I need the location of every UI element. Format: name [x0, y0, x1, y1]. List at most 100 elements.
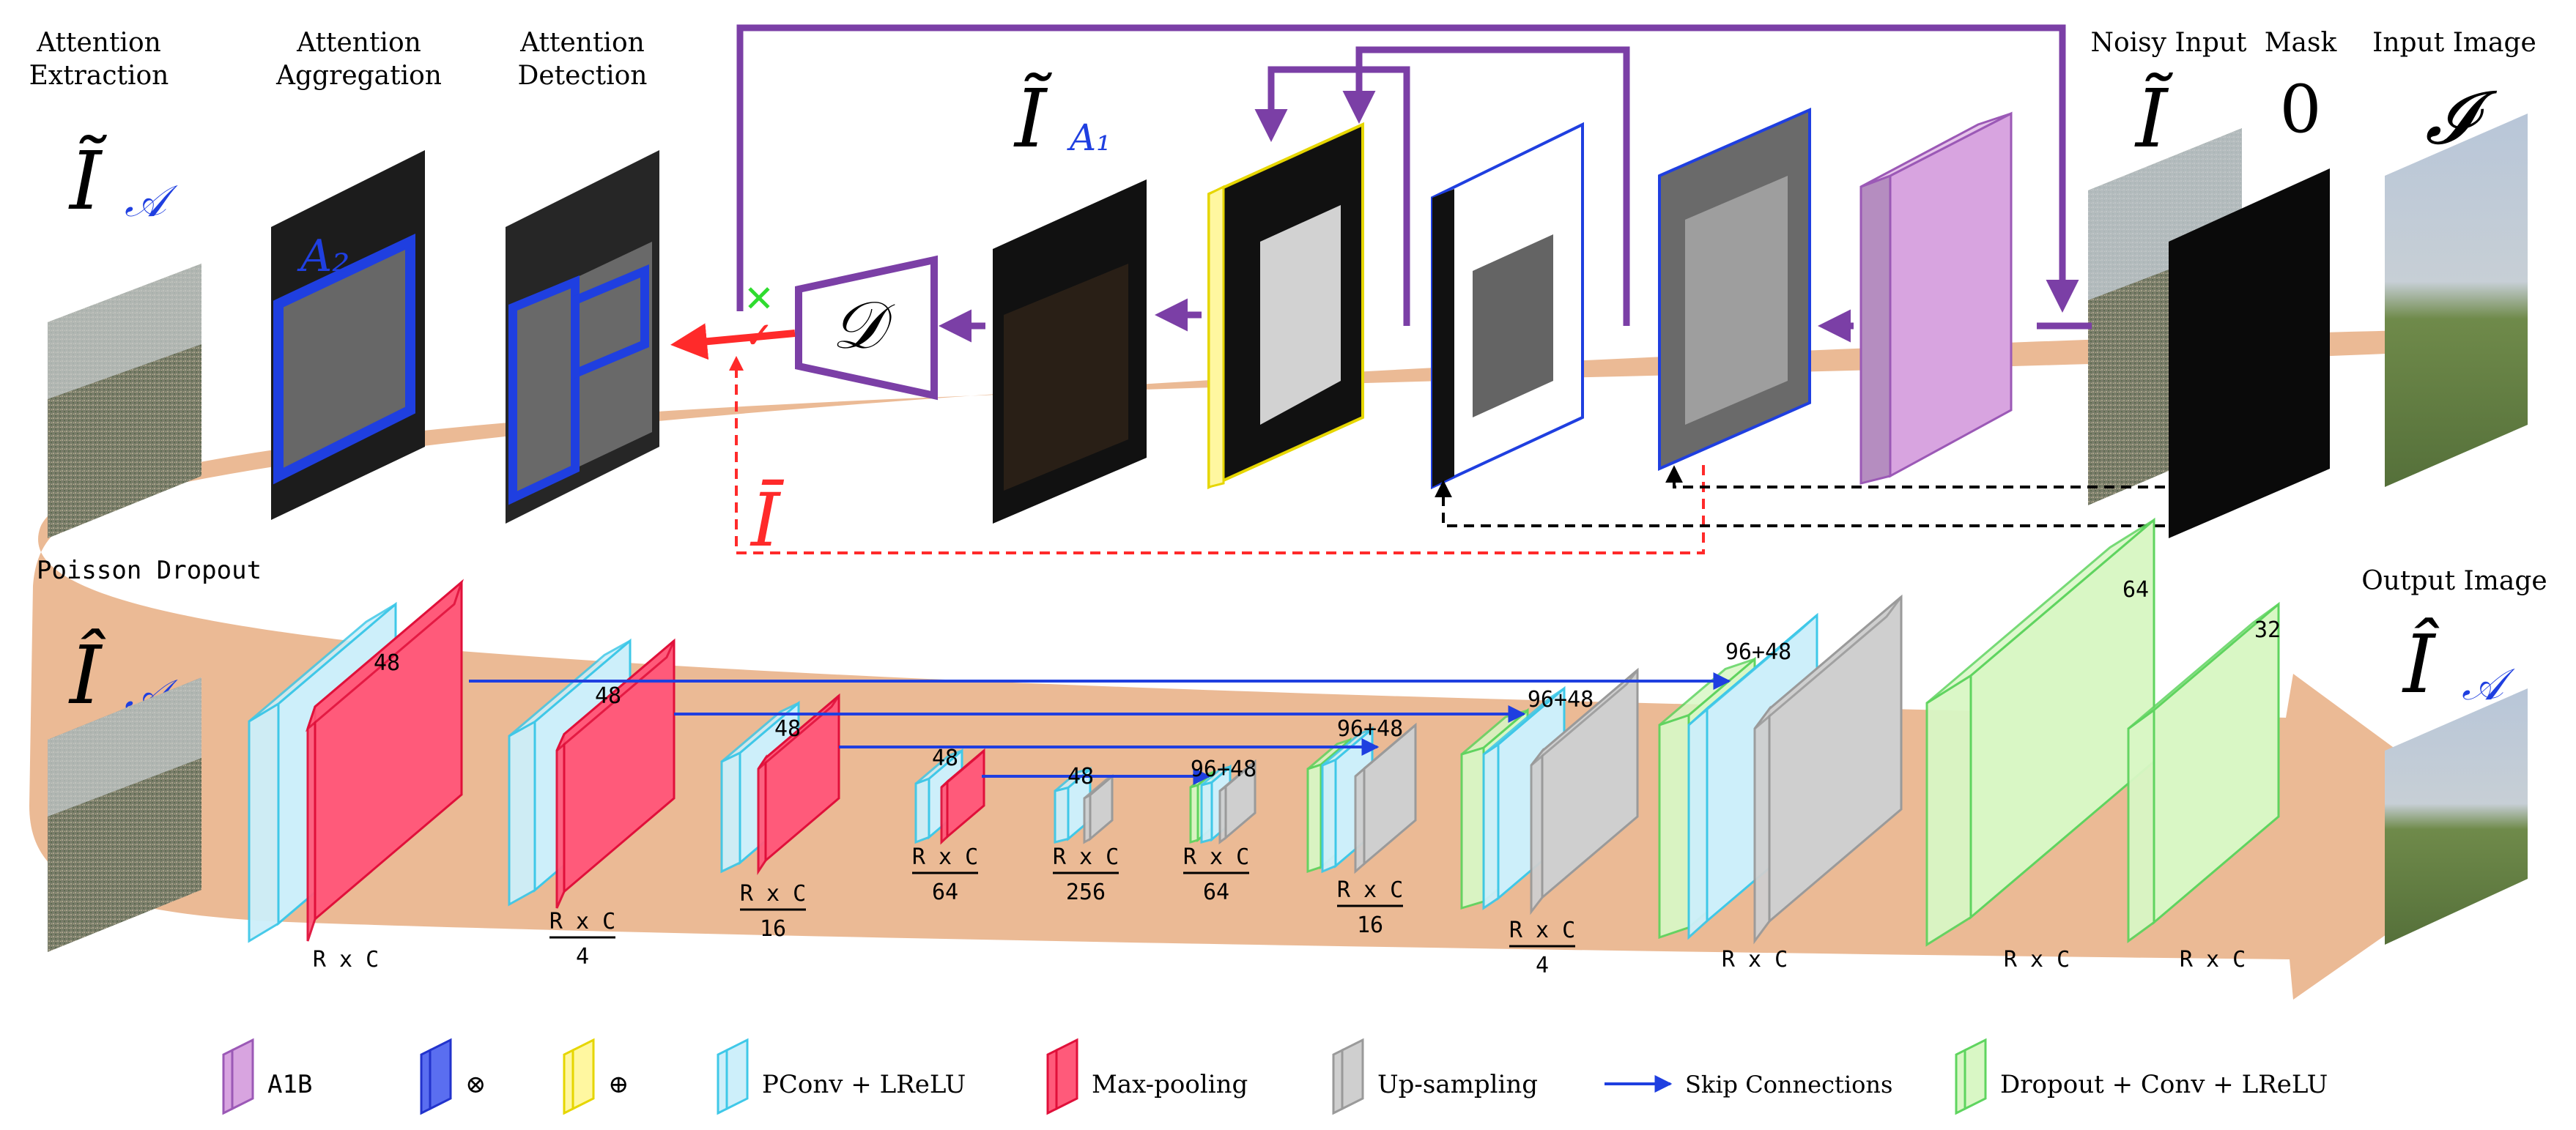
- encoder-channel-label: 48: [774, 716, 801, 742]
- symbol-i-hat-a: Î: [68, 628, 106, 722]
- encoder-dim-label: R x C: [912, 844, 978, 870]
- encoder-dim-label: R x C: [549, 909, 615, 934]
- encoder-channel-label: 48: [1067, 764, 1094, 789]
- legend-label: Dropout + Conv + LReLU: [2000, 1070, 2328, 1099]
- legend-item: ⊕: [563, 1038, 629, 1115]
- attention-detection-label: Attention: [519, 28, 645, 58]
- output-image-label: Output Image: [2361, 566, 2547, 596]
- photo-attention-extraction: [48, 264, 201, 538]
- legend-item: ⊗: [420, 1038, 486, 1115]
- photo-input-image: [2385, 114, 2528, 487]
- legend-label: Max-pooling: [1092, 1070, 1248, 1099]
- symbol-i-tilde-a-sub: 𝒜: [125, 176, 178, 227]
- input-image-label: Input Image: [2372, 28, 2536, 58]
- dec1-up: [1218, 759, 1256, 844]
- legend-label: Skip Connections: [1685, 1071, 1892, 1099]
- attention-gray-block: [1658, 107, 1811, 472]
- blue-multiply-block: [1431, 122, 1584, 490]
- attention-extraction-label: Attention: [36, 28, 161, 58]
- decoder-dim-label-den: 16: [1357, 912, 1383, 938]
- dec2-up: [1354, 722, 1417, 874]
- dec6-conv: [2127, 601, 2280, 943]
- encoder-dim-label-den: 64: [932, 880, 958, 905]
- enc1-pool: [305, 579, 465, 942]
- gray-block-icon: [1332, 1038, 1364, 1115]
- legend-label: A1B: [267, 1070, 312, 1099]
- legend-item: PConv + LReLU: [717, 1038, 966, 1115]
- legend-item: Dropout + Conv + LReLU: [1955, 1038, 2328, 1115]
- decoder-channel-label: 96+48: [1528, 687, 1594, 713]
- legend-item: Max-pooling: [1046, 1038, 1248, 1115]
- attention-aggregation-label: Attention: [296, 28, 421, 58]
- symbol-mask-zero: 0: [2279, 71, 2321, 148]
- cross-mark: ✕: [744, 278, 774, 320]
- attention-detection-map: [506, 150, 659, 524]
- decoder-dim-label: R x C: [1722, 947, 1788, 973]
- legend-label: Up-sampling: [1377, 1070, 1538, 1099]
- dec3-up: [1530, 667, 1639, 915]
- yellow-add-block: [1207, 122, 1364, 490]
- enc5-pconv: [1054, 766, 1092, 844]
- decoder-dim-label: R x C: [1509, 918, 1575, 943]
- decoder-channel-label: 96+48: [1337, 716, 1403, 742]
- enc2-pool: [555, 638, 676, 909]
- enc4-pool: [940, 748, 985, 845]
- decoder-dim-label-den: 64: [1203, 880, 1229, 905]
- red-block-icon: [1046, 1038, 1078, 1115]
- encoder-dim-label: R x C: [313, 947, 379, 973]
- yellow-block-icon: [563, 1038, 595, 1115]
- mask-plane: [2169, 168, 2330, 538]
- encoder-dim-label: R x C: [1053, 844, 1119, 870]
- green-block-icon: [1955, 1038, 1987, 1115]
- legend: A1B ⊗ ⊕ PConv + LReLU Max-pooling Up-sampling…: [222, 1038, 2328, 1115]
- attention-aggregation-label-2: Aggregation: [275, 61, 442, 91]
- legend-label: ⊗: [465, 1070, 486, 1099]
- black-dashed-paths: [1435, 465, 2165, 527]
- symbol-noisy-i: Ĩ: [2134, 72, 2173, 166]
- symbol-i-tilde-a1-sub: A₁: [1067, 116, 1111, 159]
- block-labels: 48 48 48 48 48 96+48 96+48 96+48 96+48 64 32 R x C R…: [313, 577, 2281, 978]
- decoder-dim-label: R x C: [1337, 877, 1403, 903]
- blue-block-icon: [420, 1038, 452, 1115]
- decoder-dim-label-den: 4: [1536, 953, 1549, 978]
- encoder-channel-label: 48: [374, 650, 400, 676]
- photo-output-image: [2385, 688, 2528, 945]
- purple-feedback-arrows: [736, 24, 2092, 343]
- attention-detection-label-2: Detection: [518, 61, 648, 91]
- cyan-block-icon: [717, 1038, 749, 1115]
- legend-label: PConv + LReLU: [762, 1070, 966, 1099]
- dec4-up: [1753, 594, 1903, 945]
- dec5-conv: [1925, 517, 2155, 947]
- legend-label: ⊕: [608, 1070, 629, 1099]
- symbol-i-bar: Ī: [750, 477, 785, 563]
- decoder-channel-label: 96+48: [1725, 639, 1791, 665]
- discriminator-output-arrow: [670, 323, 796, 360]
- legend-item: A1B: [222, 1038, 312, 1115]
- a1b-block: [1859, 111, 2013, 485]
- symbol-i-tilde-a: Ĩ: [68, 134, 107, 228]
- encoder-dim-label-den: 16: [760, 916, 786, 942]
- decoder-channel-label: 96+48: [1191, 757, 1256, 782]
- orange-band: [29, 330, 2520, 1000]
- mask-label: Mask: [2265, 28, 2338, 58]
- top-labels: Attention Extraction Attention Aggregati…: [29, 28, 2547, 596]
- decoder-channel-label: 64: [2122, 577, 2149, 603]
- skip-connections: [469, 672, 1731, 785]
- legend-item: Skip Connections: [1605, 1071, 1892, 1099]
- decoder-channel-label: 32: [2254, 617, 2281, 643]
- encoder-dim-label: R x C: [740, 881, 806, 907]
- encoder-channel-label: 48: [932, 746, 958, 771]
- symbol-a2: A₂: [297, 231, 349, 282]
- attention-extraction-label-2: Extraction: [29, 61, 169, 91]
- attention-aggregation-map: A₂: [271, 150, 425, 520]
- masked-feature-map: [993, 179, 1147, 524]
- encoder-dim-label-den: 256: [1066, 880, 1106, 905]
- discriminator-block: 𝒟: [795, 255, 938, 401]
- decoder-dim-label: R x C: [2004, 947, 2070, 973]
- legend-item: Up-sampling: [1332, 1038, 1538, 1115]
- symbol-output-i: Î: [2402, 617, 2440, 711]
- encoder-channel-label: 48: [595, 683, 621, 709]
- purple-block-icon: [222, 1038, 254, 1115]
- symbol-i-tilde-a1: Ĩ: [1013, 72, 1052, 166]
